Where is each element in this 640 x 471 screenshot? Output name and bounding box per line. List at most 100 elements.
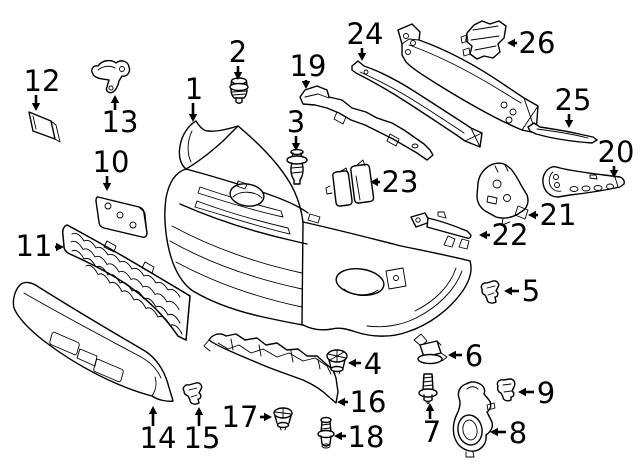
callout-number-12[interactable]: 12 (24, 64, 61, 98)
callout-number-22[interactable]: 22 (492, 218, 529, 252)
callout-7[interactable]: 7 (423, 403, 441, 449)
callout-5-arrowhead-icon (504, 286, 512, 296)
callout-number-20[interactable]: 20 (598, 135, 635, 169)
callout-26[interactable]: 26 (507, 26, 555, 60)
callout-number-25[interactable]: 25 (555, 83, 592, 117)
part-12-hole-cover (28, 111, 61, 143)
callout-5[interactable]: 5 (504, 274, 540, 308)
callout-12[interactable]: 12 (24, 64, 61, 111)
part-13-wire-bracket (91, 59, 131, 94)
callout-number-14[interactable]: 14 (140, 421, 177, 455)
callout-number-19[interactable]: 19 (290, 49, 327, 83)
callout-number-24[interactable]: 24 (347, 17, 384, 51)
part-6-clip (413, 333, 448, 365)
callout-number-16[interactable]: 16 (350, 385, 387, 419)
callout-20-arrowhead-icon (609, 170, 619, 178)
callout-14-arrowhead-icon (148, 406, 158, 414)
bumper-reinforcement-bar (397, 23, 539, 134)
part-24-bumper-retainer-strip (351, 60, 483, 148)
callout-13[interactable]: 13 (102, 95, 139, 139)
callout-number-6[interactable]: 6 (465, 339, 483, 373)
callout-11[interactable]: 11 (16, 229, 64, 263)
part-17-grommet (273, 407, 293, 431)
callout-number-5[interactable]: 5 (522, 274, 540, 308)
callout-24[interactable]: 24 (347, 17, 384, 61)
callout-12-arrowhead-icon (31, 103, 41, 111)
part-14-valance-panel (12, 281, 174, 402)
callout-21[interactable]: 21 (528, 198, 576, 232)
callout-number-8[interactable]: 8 (509, 416, 527, 450)
callout-4-arrowhead-icon (348, 358, 356, 368)
part-22-lower-bracket (410, 211, 472, 250)
callout-number-9[interactable]: 9 (537, 376, 555, 410)
callout-22-arrowhead-icon (479, 230, 487, 240)
callout-9[interactable]: 9 (518, 376, 555, 410)
callout-number-1[interactable]: 1 (185, 72, 203, 106)
callout-number-18[interactable]: 18 (348, 420, 385, 454)
callout-21-arrowhead-icon (528, 210, 536, 220)
callout-23[interactable]: 23 (370, 165, 418, 199)
callout-19[interactable]: 19 (290, 49, 327, 89)
callout-number-4[interactable]: 4 (364, 347, 382, 381)
part-2-retainer-clip (229, 77, 249, 104)
callout-number-21[interactable]: 21 (540, 198, 577, 232)
callout-number-26[interactable]: 26 (519, 26, 556, 60)
callout-number-13[interactable]: 13 (102, 105, 139, 139)
callout-number-10[interactable]: 10 (93, 145, 130, 179)
part-19-upper-retainer (299, 85, 434, 161)
callout-7-arrowhead-icon (425, 403, 435, 411)
callout-4[interactable]: 4 (348, 347, 382, 381)
callout-14[interactable]: 14 (140, 406, 177, 455)
part-7-screw (418, 373, 438, 405)
callout-26-arrowhead-icon (507, 38, 515, 48)
part-18-screw (317, 416, 335, 449)
part-4-grommet-clip (326, 349, 348, 375)
callout-number-15[interactable]: 15 (184, 421, 221, 455)
callout-16-arrowhead-icon (337, 397, 345, 407)
callout-9-arrowhead-icon (518, 387, 526, 397)
callout-2-arrowhead-icon (233, 72, 243, 80)
part-25-bumper-arm (527, 122, 598, 144)
callout-23-arrowhead-icon (370, 177, 378, 187)
callout-25-arrowhead-icon (564, 120, 574, 128)
part-26-mounting-bracket (460, 20, 507, 60)
callout-25[interactable]: 25 (555, 83, 592, 128)
callout-17[interactable]: 17 (222, 400, 272, 434)
part-15-clip (182, 382, 203, 405)
callout-3[interactable]: 3 (287, 105, 305, 151)
callout-15-arrowhead-icon (194, 407, 204, 415)
callout-20[interactable]: 20 (598, 135, 635, 178)
callout-6[interactable]: 6 (448, 339, 483, 373)
callout-1[interactable]: 1 (185, 72, 203, 122)
part-10-license-plate-bracket (95, 196, 148, 238)
part-16-engine-under-cover (203, 333, 339, 404)
callout-10[interactable]: 10 (93, 145, 130, 191)
callout-22[interactable]: 22 (479, 218, 528, 252)
callout-19-arrowhead-icon (301, 81, 311, 89)
callout-8-arrowhead-icon (490, 427, 498, 437)
callout-11-arrowhead-icon (56, 242, 64, 252)
part-9-clip (496, 378, 516, 402)
part-23-center-bracket (325, 159, 375, 207)
callout-16[interactable]: 16 (337, 385, 386, 419)
callout-2[interactable]: 2 (229, 35, 247, 80)
callout-number-7[interactable]: 7 (423, 415, 441, 449)
callout-10-arrowhead-icon (102, 183, 112, 191)
callout-number-3[interactable]: 3 (287, 105, 305, 139)
callout-8[interactable]: 8 (490, 416, 527, 450)
callout-number-23[interactable]: 23 (382, 165, 419, 199)
callout-1-arrowhead-icon (188, 114, 198, 122)
part-21-side-bracket (476, 162, 529, 226)
part-3-retainer-clip (286, 148, 308, 185)
part-1-front-bumper-cover (164, 120, 472, 337)
callout-number-2[interactable]: 2 (229, 35, 247, 69)
callout-18[interactable]: 18 (334, 420, 384, 454)
callout-17-arrowhead-icon (264, 412, 272, 422)
callout-number-17[interactable]: 17 (222, 400, 259, 434)
callout-number-11[interactable]: 11 (16, 229, 53, 263)
callout-18-arrowhead-icon (334, 431, 342, 441)
callout-15[interactable]: 15 (184, 407, 221, 455)
part-20-bumper-side-support (542, 165, 625, 198)
